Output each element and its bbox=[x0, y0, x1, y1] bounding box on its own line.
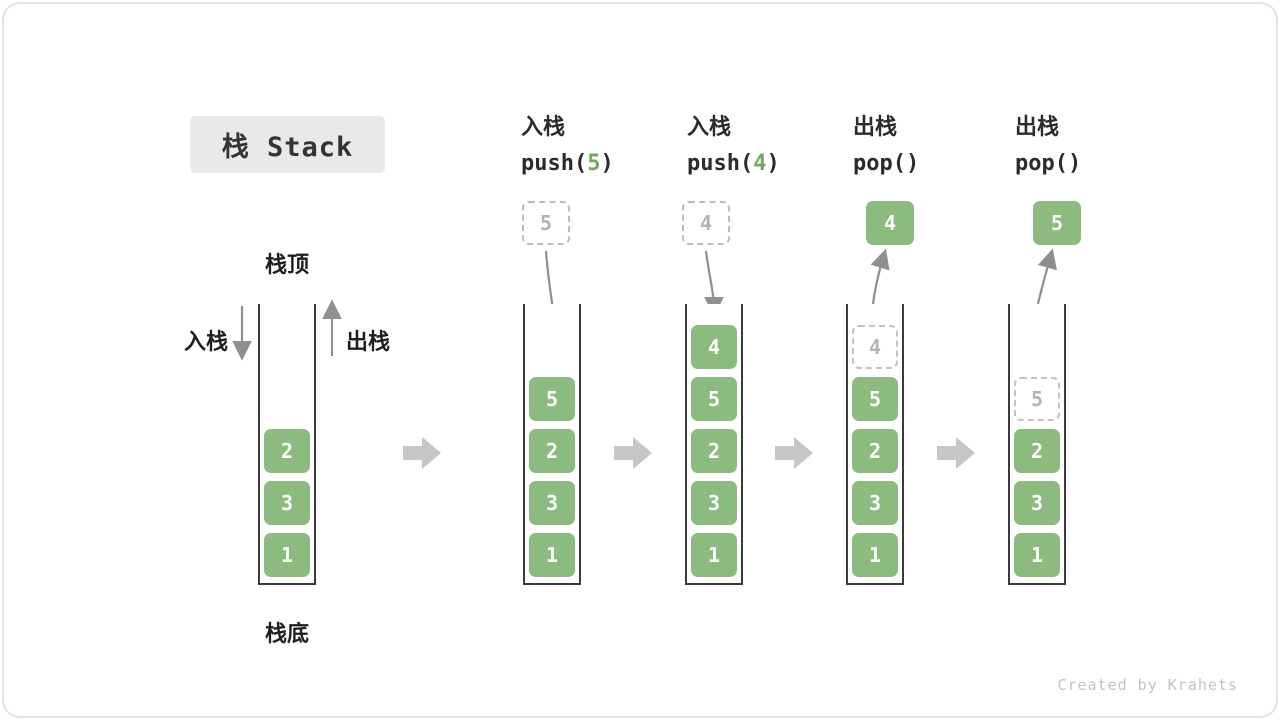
floating-value-text: 5 bbox=[539, 211, 553, 235]
stack-state-after-pop-5: 5 2 3 1 bbox=[1008, 304, 1066, 585]
stack-cell: 1 bbox=[264, 533, 310, 577]
flow-arrows bbox=[232, 248, 1057, 375]
op-code-pre: push( bbox=[687, 151, 754, 176]
stack-cell: 3 bbox=[691, 481, 737, 525]
stack-cell: 2 bbox=[852, 429, 898, 473]
stack-state-after-push-4: 4 5 2 3 1 bbox=[685, 304, 743, 585]
op-label-pop-1: 出栈 pop() bbox=[853, 110, 919, 182]
stack-cell: 3 bbox=[852, 481, 898, 525]
op-code-post: ) bbox=[1067, 151, 1082, 176]
floating-value-text: 4 bbox=[883, 211, 897, 235]
op-code-post: ) bbox=[600, 151, 614, 176]
stack-cell: 1 bbox=[529, 533, 575, 577]
op-code-text: pop() bbox=[1015, 146, 1081, 182]
stack-cell: 5 bbox=[691, 377, 737, 421]
floating-value-text: 4 bbox=[699, 211, 713, 235]
op-action-text: 出栈 bbox=[1015, 115, 1060, 140]
op-code-text: push(5) bbox=[521, 146, 614, 182]
op-code-post: ) bbox=[905, 151, 920, 176]
floating-value-pop-5: 5 bbox=[1033, 201, 1081, 245]
stack-state-initial: 2 3 1 bbox=[258, 304, 316, 585]
stack-cell-ghost: 5 bbox=[1014, 377, 1060, 421]
stack-bottom-label: 栈底 bbox=[264, 622, 309, 647]
op-action-text: 入栈 bbox=[687, 115, 732, 140]
stack-cell: 2 bbox=[691, 429, 737, 473]
op-code-arg: 5 bbox=[587, 151, 601, 176]
stack-cell: 1 bbox=[852, 533, 898, 577]
op-action-text: 出栈 bbox=[853, 115, 898, 140]
watermark-credit: Created by Krahets bbox=[1057, 676, 1238, 694]
stack-cell: 1 bbox=[1014, 533, 1060, 577]
stack-cell: 5 bbox=[852, 377, 898, 421]
op-code-text: push(4) bbox=[687, 146, 780, 182]
stack-cell: 5 bbox=[529, 377, 575, 421]
title-box: 栈 Stack bbox=[190, 116, 385, 173]
op-label-pop-2: 出栈 pop() bbox=[1015, 110, 1081, 182]
op-code-pre: push( bbox=[521, 151, 588, 176]
floating-value-push-5: 5 bbox=[522, 201, 570, 245]
op-code-post: ) bbox=[766, 151, 780, 176]
stack-state-after-push-5: 5 2 3 1 bbox=[523, 304, 581, 585]
pop-side-label: 出栈 bbox=[346, 330, 391, 355]
stack-cell: 3 bbox=[1014, 481, 1060, 525]
stack-top-label: 栈顶 bbox=[264, 253, 309, 278]
floating-value-pop-4: 4 bbox=[866, 201, 914, 245]
floating-value-push-4: 4 bbox=[682, 201, 730, 245]
op-code-text: pop() bbox=[853, 146, 919, 182]
stack-cell: 1 bbox=[691, 533, 737, 577]
floating-value-text: 5 bbox=[1050, 211, 1064, 235]
next-step-arrow-icon bbox=[775, 436, 813, 470]
next-step-arrow-icon bbox=[403, 436, 441, 470]
stack-cell: 4 bbox=[691, 325, 737, 369]
op-code-arg: 4 bbox=[753, 151, 767, 176]
next-step-arrow-icon bbox=[614, 436, 652, 470]
stack-cell: 2 bbox=[1014, 429, 1060, 473]
push-side-label: 入栈 bbox=[184, 330, 229, 355]
stack-cell: 3 bbox=[529, 481, 575, 525]
stack-cell-ghost: 4 bbox=[852, 325, 898, 369]
op-label-push-4: 入栈 push(4) bbox=[687, 110, 780, 182]
stack-cell: 3 bbox=[264, 481, 310, 525]
op-code-pre: pop( bbox=[853, 151, 906, 176]
op-code-pre: pop( bbox=[1015, 151, 1068, 176]
push4-curve-arrow-icon bbox=[704, 250, 724, 317]
op-action-text: 入栈 bbox=[521, 115, 566, 140]
next-step-arrow-icon bbox=[937, 436, 975, 470]
page-title: 栈 Stack bbox=[221, 132, 354, 163]
op-label-push-5: 入栈 push(5) bbox=[521, 110, 614, 182]
stack-cell: 2 bbox=[264, 429, 310, 473]
stack-state-after-pop-4: 4 5 2 3 1 bbox=[846, 304, 904, 585]
stack-cell: 2 bbox=[529, 429, 575, 473]
